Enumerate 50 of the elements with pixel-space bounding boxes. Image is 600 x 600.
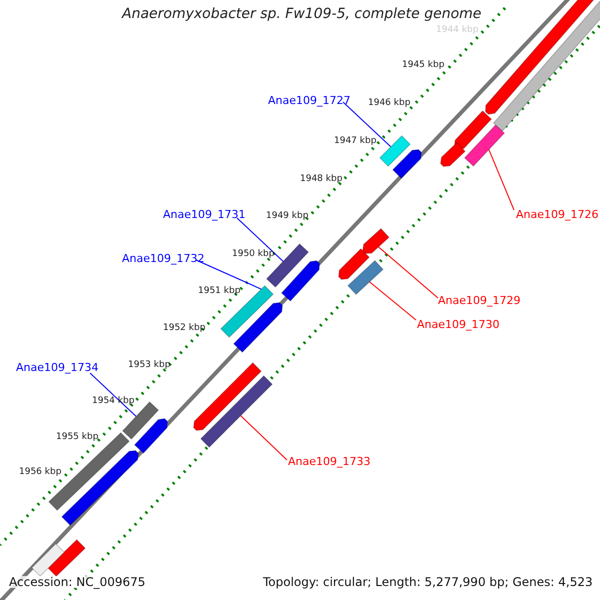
gene-label: Anae109_1729 <box>438 295 520 306</box>
scale-label: 1946 kbp <box>368 99 410 108</box>
gene-label: Anae109_1731 <box>163 209 246 220</box>
leader-line <box>378 246 438 298</box>
leader-line <box>196 260 262 290</box>
leader-line <box>488 149 514 210</box>
genome-summary-note: Topology: circular; Length: 5,277,990 bp; Genes: 4,523 <box>263 576 593 588</box>
scale-label: 1955 kbp <box>56 433 98 442</box>
leader-line <box>369 281 416 320</box>
scale-label: 1945 kbp <box>402 61 444 70</box>
gene-label: Anae109_1727 <box>268 95 350 106</box>
leader-line <box>240 415 288 460</box>
scale-label: 1949 kbp <box>266 212 308 221</box>
scale-label: 1956 kbp <box>19 468 62 477</box>
scale-label: 1950 kbp <box>232 250 274 259</box>
scale-label: 1951 kbp <box>198 287 240 296</box>
scale-label: 1953 kbp <box>128 361 170 370</box>
gene-bar <box>392 149 422 179</box>
gene-label: Anae109_1734 <box>16 362 98 373</box>
gene-bar <box>485 0 596 115</box>
gene-label: Anae109_1732 <box>122 253 204 264</box>
gene-label: Anae109_1733 <box>288 456 370 467</box>
gene-bar <box>454 110 492 150</box>
leader-line <box>236 218 284 262</box>
accession-note: Accession: NC_009675 <box>9 576 146 588</box>
gene-bar <box>338 248 370 280</box>
gene-bar <box>347 260 384 295</box>
gene-bar <box>492 0 600 132</box>
gene-bar <box>134 418 168 454</box>
scale-label: 1954 kbp <box>92 397 134 406</box>
gene-label: Anae109_1730 <box>417 319 500 330</box>
scale-label: 1948 kbp <box>300 175 342 184</box>
gene-bar <box>281 260 320 302</box>
gene-bar <box>193 362 262 431</box>
gene-bar <box>47 539 86 577</box>
gene-bar <box>362 228 390 254</box>
gene-label: Anae109_1726 <box>516 209 598 220</box>
gene-bar <box>440 142 466 167</box>
gene-bar <box>464 124 505 167</box>
scale-label: 1947 kbp <box>334 137 376 146</box>
gene-bar <box>200 375 273 448</box>
leader-line <box>342 102 392 148</box>
scale-label: 1952 kbp <box>163 324 206 333</box>
gene-bar <box>379 135 411 167</box>
gene-bar <box>233 302 283 353</box>
gene-bar <box>220 285 274 338</box>
gene-bar <box>61 450 139 526</box>
title: Anaeromyxobacter sp. Fw109-5, complete genome <box>122 7 482 21</box>
gene-bar <box>31 543 65 577</box>
leader-line <box>90 372 137 417</box>
